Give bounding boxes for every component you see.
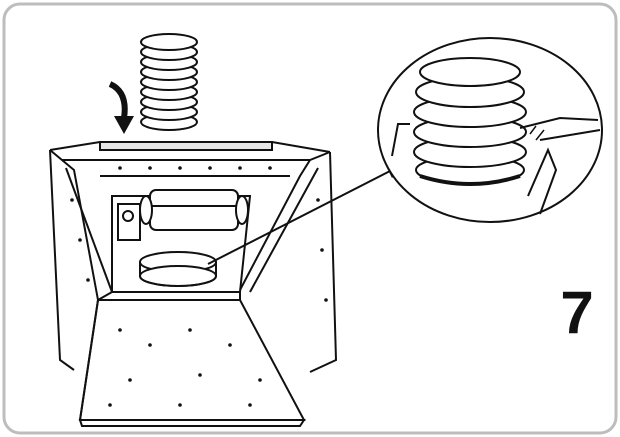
- rivet-dots: [70, 166, 328, 407]
- step-number: 7: [560, 279, 594, 346]
- hood-housing-icon: [49, 141, 338, 427]
- magnified-detail-icon: [377, 37, 603, 223]
- ducting-icon: [140, 33, 198, 131]
- downward-arrow-icon: [108, 81, 134, 134]
